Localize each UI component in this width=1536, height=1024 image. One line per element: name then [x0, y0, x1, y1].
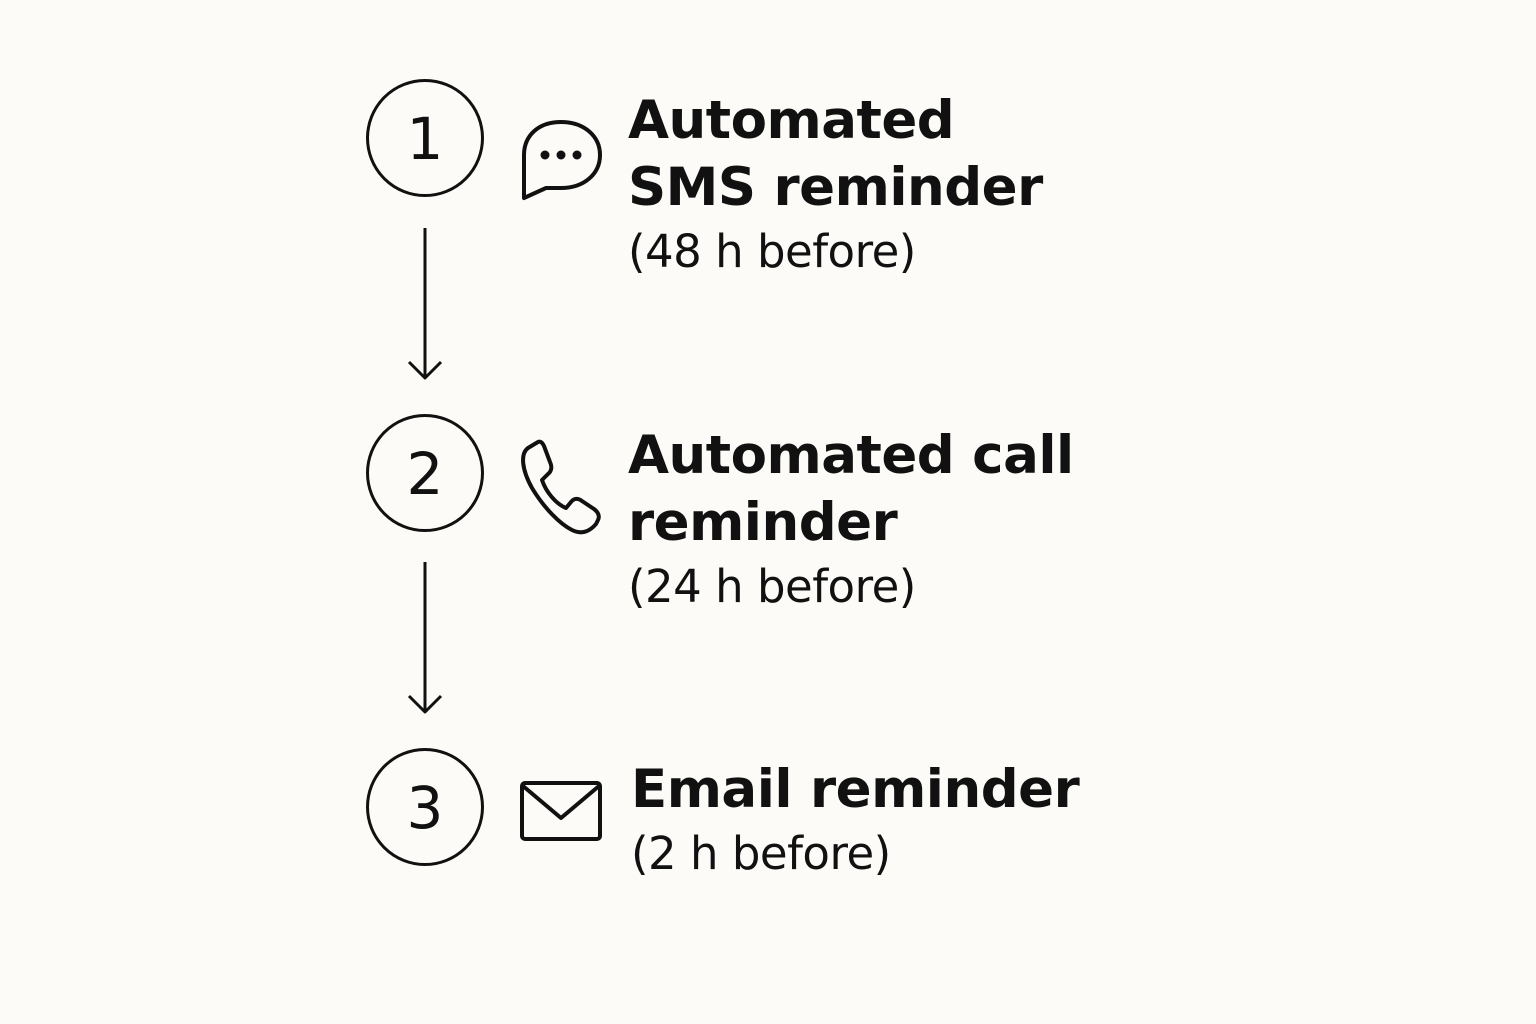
step-3-circle: 3	[366, 748, 484, 866]
step-1-number: 1	[406, 105, 444, 173]
step-2-title: Automated call reminder	[628, 425, 1074, 553]
envelope-icon	[520, 781, 602, 841]
step-2-text: Automated call reminder (24 h before)	[628, 422, 1074, 618]
arrow-down-2	[407, 562, 443, 714]
step-3-number: 3	[406, 774, 444, 842]
phone-icon	[521, 439, 601, 535]
chat-bubble-icon	[522, 120, 602, 200]
step-3-title: Email reminder	[631, 759, 1080, 820]
step-1-circle: 1	[366, 79, 484, 197]
step-2-circle: 2	[366, 414, 484, 532]
step-2-number: 2	[406, 440, 444, 508]
arrow-down-1	[407, 228, 443, 380]
step-1-title: Automated SMS reminder	[628, 90, 1043, 218]
step-2-timing: (24 h before)	[628, 560, 916, 613]
step-1-timing: (48 h before)	[628, 225, 916, 278]
step-1-text: Automated SMS reminder (48 h before)	[628, 87, 1043, 283]
step-3-timing: (2 h before)	[631, 827, 891, 880]
step-3-text: Email reminder (2 h before)	[631, 756, 1080, 885]
